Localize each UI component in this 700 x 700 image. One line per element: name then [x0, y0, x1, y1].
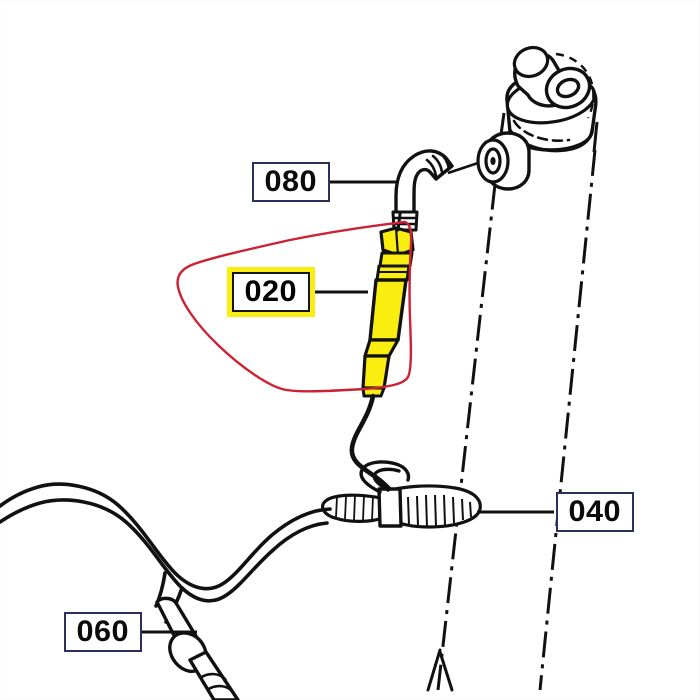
hydraulic-cylinder-body: [436, 139, 597, 691]
rod-eye-hidden-edge: [555, 52, 595, 119]
rod-eye-boss: [544, 66, 592, 110]
callout-080-label: 080: [264, 165, 318, 198]
elbow-fitting-080: [394, 149, 454, 218]
pressure-switch-tip: [361, 354, 391, 390]
switch-wire: [349, 393, 399, 503]
callout-080[interactable]: 080: [252, 162, 330, 202]
pressure-switch-shoulder: [363, 338, 400, 358]
harness-connector-ribs: [199, 672, 234, 693]
cylinder-port-boss-bore: [490, 157, 496, 165]
callout-leader-lines: [142, 180, 554, 634]
cylinder-bottom-clevis: [426, 648, 454, 692]
pressure-switch-barrel: [368, 278, 408, 342]
cable-tie-loop: [359, 460, 411, 494]
cable-tie-band-back: [379, 484, 482, 529]
callout-060[interactable]: 060: [64, 612, 142, 652]
elbow-fitting-ribs: [425, 151, 451, 178]
port-boss-stub-line: [447, 161, 479, 175]
wiring-harness: [0, 482, 332, 603]
harness-connector-body: [188, 650, 240, 700]
cable-tie-head: [377, 487, 403, 528]
callout-040-label: 040: [568, 495, 622, 528]
cable-tie-tail-teeth: [335, 494, 374, 522]
rod-eye-knuckle: [512, 45, 550, 79]
callout-060-label: 060: [76, 615, 130, 648]
callout-020[interactable]: 020: [232, 272, 310, 312]
callout-040[interactable]: 040: [556, 492, 634, 532]
pressure-switch-spacer-ring: [378, 251, 414, 268]
red-annotation-circle: [176, 220, 413, 393]
callout-020-label: 020: [244, 275, 298, 308]
